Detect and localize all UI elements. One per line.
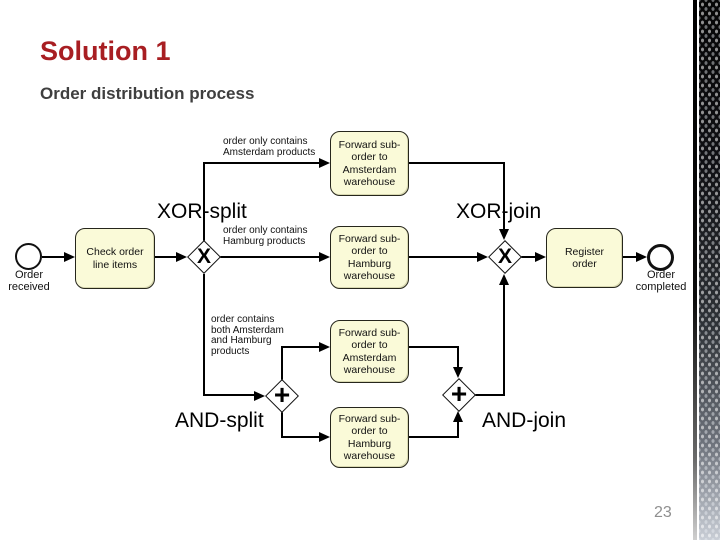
connector-xorsplit-down (203, 274, 205, 395)
arrowhead-icon (319, 252, 330, 262)
connector-xorjoin-to-register (521, 256, 537, 258)
label-and-split: AND-split (175, 409, 264, 432)
arrowhead-icon (499, 229, 509, 240)
arrowhead-icon (477, 252, 488, 262)
arrowhead-icon (636, 252, 647, 262)
start-event-label: Order received (8, 269, 50, 294)
xor-gateway-icon: X (497, 245, 512, 268)
connector-up-to-andjoin (457, 422, 459, 437)
and-gateway-icon: + (273, 378, 291, 410)
xor-gateway-icon: X (196, 245, 211, 268)
connector-hamburg-mid-out (409, 256, 479, 258)
arrowhead-icon (453, 411, 463, 422)
label-xor-join: XOR-join (456, 200, 542, 223)
connector-to-andsplit (203, 394, 254, 396)
arrowhead-icon (499, 274, 509, 285)
label-xor-split: XOR-split (157, 200, 247, 223)
connector-andjoin-out (475, 394, 505, 396)
guard-both-products: order contains both Amsterdam and Hambur… (211, 314, 284, 357)
connector-check-to-xorsplit (155, 256, 178, 258)
connector-andsplit-up (281, 347, 283, 380)
guard-hamburg-only: order only contains Hamburg products (223, 225, 308, 247)
arrowhead-icon (535, 252, 546, 262)
task-forward-amsterdam-top: Forward sub- order to Amsterdam warehous… (330, 131, 409, 196)
task-register-order: Register order (546, 228, 623, 288)
arrowhead-icon (453, 367, 463, 378)
start-event-icon (15, 243, 42, 270)
connector-to-hamburg-mid (220, 256, 320, 258)
arrowhead-icon (319, 432, 330, 442)
connector-start-to-check (42, 256, 66, 258)
label-and-join: AND-join (482, 409, 567, 432)
arrowhead-icon (176, 252, 187, 262)
connector-down-to-andjoin (457, 347, 459, 368)
end-event-icon (647, 244, 674, 271)
connector-to-amsterdam-bot (281, 346, 320, 348)
connector-up-to-xorjoin (503, 285, 505, 395)
arrowhead-icon (319, 158, 330, 168)
arrowhead-icon (319, 342, 330, 352)
connector-to-hamburg-bot (281, 436, 320, 438)
slide-subtitle: Order distribution process (40, 84, 255, 103)
connector-xorsplit-up (203, 163, 205, 241)
task-forward-hamburg-mid: Forward sub- order to Hamburg warehouse (330, 226, 409, 289)
guard-amsterdam-only: order only contains Amsterdam products (223, 136, 316, 158)
edge-bar-decoration (693, 0, 697, 540)
gateway-xor-split: X (187, 240, 221, 274)
connector-down-to-xorjoin (503, 163, 505, 230)
gateway-xor-join: X (488, 240, 522, 274)
connector-amsterdam-top-out (409, 162, 505, 164)
connector-andsplit-down (281, 412, 283, 437)
slide-title: Solution 1 (40, 36, 171, 66)
connector-to-amsterdam-top (203, 162, 320, 164)
gateway-and-split: + (265, 379, 299, 413)
page-number: 23 (654, 504, 672, 521)
end-event-label: Order completed (635, 269, 687, 294)
task-forward-hamburg-bot: Forward sub- order to Hamburg warehouse (330, 407, 409, 468)
arrowhead-icon (64, 252, 75, 262)
connector-register-to-end (623, 256, 639, 258)
gateway-and-join: + (442, 378, 476, 412)
task-check-order-line-items: Check order line items (75, 228, 155, 289)
connector-hamburg-bot-out (409, 436, 459, 438)
texture-strip-decoration (699, 0, 720, 540)
and-gateway-icon: + (450, 377, 468, 409)
task-forward-amsterdam-bot: Forward sub- order to Amsterdam warehous… (330, 320, 409, 383)
connector-amsterdam-bot-out (409, 346, 459, 348)
arrowhead-icon (254, 391, 265, 401)
